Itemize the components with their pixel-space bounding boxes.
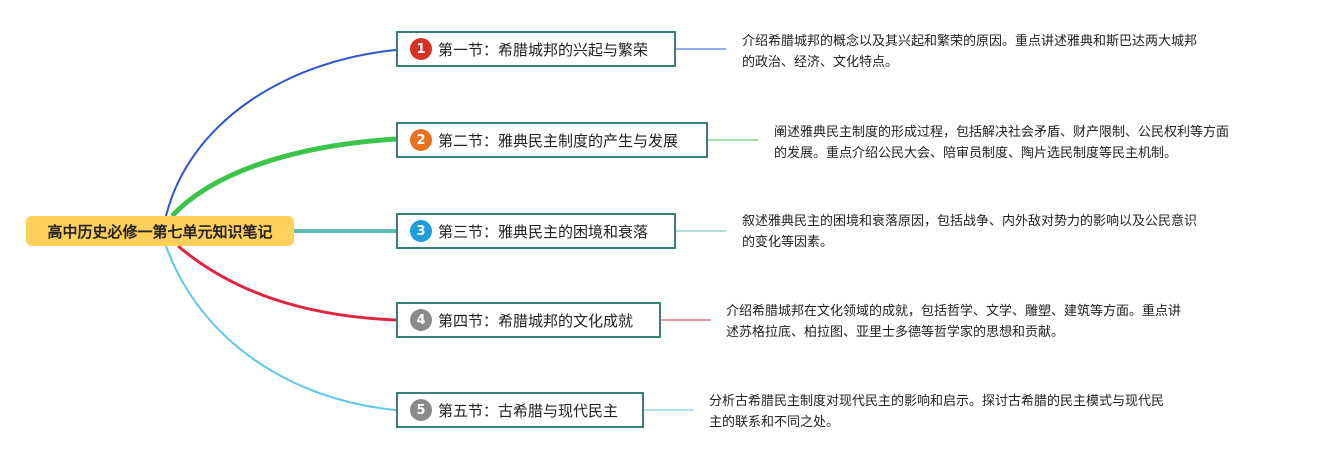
branch-note-2: 阐述雅典民主制度的形成过程，包括解决社会矛盾、财产限制、公民权利等方面 的发展。… xyxy=(774,122,1319,164)
branch-node-3[interactable]: 3 第三节：雅典民主的困境和衰落 xyxy=(396,213,676,249)
number-badge-icon: 1 xyxy=(410,38,432,60)
branch-title: 第三节：雅典民主的困境和衰落 xyxy=(438,222,649,241)
note-line: 叙述雅典民主的困境和衰落原因，包括战争、内外敌对势力的影响以及公民意识 xyxy=(742,214,1198,229)
note-line: 主的联系和不同之处。 xyxy=(709,415,840,430)
number-badge-icon: 4 xyxy=(410,309,432,331)
branch-note-3: 叙述雅典民主的困境和衰落原因，包括战争、内外敌对势力的影响以及公民意识 的变化等… xyxy=(742,211,1302,253)
branch-title: 第一节：希腊城邦的兴起与繁荣 xyxy=(438,40,649,59)
branch-title: 第五节：古希腊与现代民主 xyxy=(438,401,619,420)
connector-1 xyxy=(165,49,397,217)
branch-title: 第四节：希腊城邦的文化成就 xyxy=(438,311,634,330)
branch-note-5: 分析古希腊民主制度对现代民主的影响和启示。探讨古希腊的民主模式与现代民 主的联系… xyxy=(709,391,1269,433)
note-line: 的政治、经济、文化特点。 xyxy=(742,55,899,70)
number-badge-icon: 2 xyxy=(410,129,432,151)
connector-5 xyxy=(165,245,397,411)
note-line: 介绍希腊城邦在文化领域的成就，包括哲学、文学、雕塑、建筑等方面。重点讲 xyxy=(726,304,1182,319)
branch-title: 第二节：雅典民主制度的产生与发展 xyxy=(438,131,679,150)
connector-4 xyxy=(177,244,397,322)
note-line: 分析古希腊民主制度对现代民主的影响和启示。探讨古希腊的民主模式与现代民 xyxy=(709,394,1165,409)
branch-node-1[interactable]: 1 第一节：希腊城邦的兴起与繁荣 xyxy=(396,31,676,67)
branch-node-5[interactable]: 5 第五节：古希腊与现代民主 xyxy=(396,392,644,428)
branch-note-1: 介绍希腊城邦的概念以及其兴起和繁荣的原因。重点讲述雅典和斯巴达两大城邦 的政治、… xyxy=(742,31,1302,73)
note-line: 述苏格拉底、柏拉图、亚里士多德等哲学家的思想和贡献。 xyxy=(726,325,1065,340)
root-node[interactable]: 高中历史必修一第七单元知识笔记 xyxy=(26,216,294,246)
number-badge-icon: 3 xyxy=(410,220,432,242)
note-line: 的变化等因素。 xyxy=(742,235,834,250)
branch-note-4: 介绍希腊城邦在文化领域的成就，包括哲学、文学、雕塑、建筑等方面。重点讲 述苏格拉… xyxy=(726,301,1286,343)
branch-node-2[interactable]: 2 第二节：雅典民主制度的产生与发展 xyxy=(396,122,708,158)
number-badge-icon: 5 xyxy=(410,399,432,421)
connector-2 xyxy=(170,136,397,218)
note-line: 阐述雅典民主制度的形成过程，包括解决社会矛盾、财产限制、公民权利等方面 xyxy=(774,125,1230,140)
branch-node-4[interactable]: 4 第四节：希腊城邦的文化成就 xyxy=(396,302,661,338)
note-line: 介绍希腊城邦的概念以及其兴起和繁荣的原因。重点讲述雅典和斯巴达两大城邦 xyxy=(742,34,1198,49)
note-line: 的发展。重点介绍公民大会、陪审员制度、陶片选民制度等民主机制。 xyxy=(774,146,1178,161)
